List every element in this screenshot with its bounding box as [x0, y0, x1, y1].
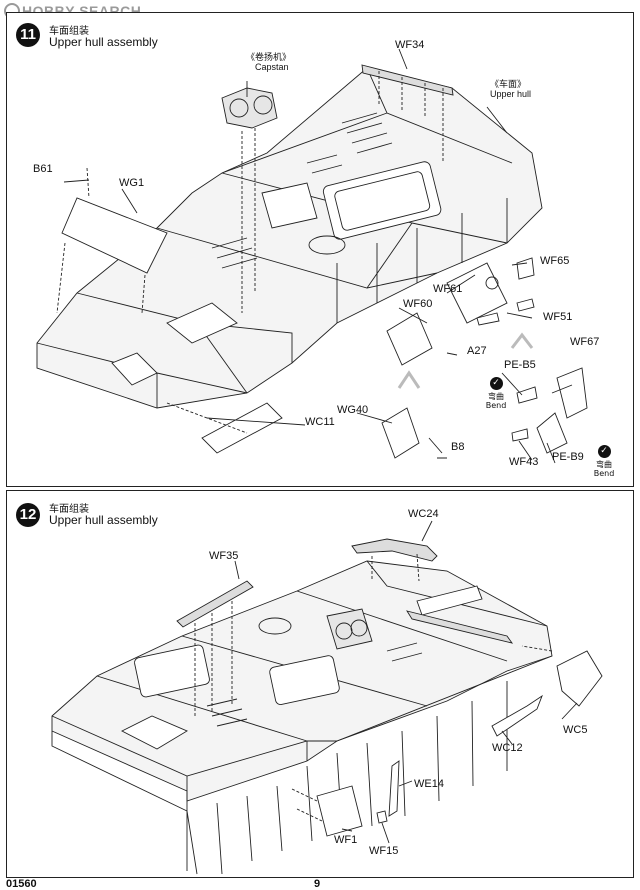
- bend-note-left: ✓ 弯曲 Bend: [485, 377, 507, 410]
- step-title-en: Upper hull assembly: [49, 513, 158, 527]
- part-wf65: WF65: [540, 255, 570, 267]
- step-11-panel: 11 车面组装 Upper hull assembly: [6, 12, 634, 487]
- part-wf43: WF43: [509, 456, 539, 468]
- part-wg40: WG40: [337, 404, 369, 416]
- upper-hull-drawing-step-12: [51, 520, 603, 875]
- part-pe-b9: PE-B9: [552, 451, 584, 463]
- page-number: 9: [314, 878, 321, 890]
- part-b61: B61: [33, 163, 53, 175]
- part-wf51: WF51: [543, 311, 573, 323]
- capstan-label-zh: 《卷扬机》: [246, 52, 292, 62]
- footer-code: 01560: [6, 878, 37, 890]
- step-title-en: Upper hull assembly: [49, 35, 158, 49]
- bend-note-right: ✓ 弯曲 Bend: [593, 445, 615, 478]
- part-we14: WE14: [414, 778, 444, 790]
- step-12-panel: 12 车面组装 Upper hull assembly: [6, 490, 634, 878]
- part-wf15: WF15: [369, 845, 399, 857]
- part-wf60: WF60: [403, 298, 433, 310]
- part-wg1: WG1: [119, 177, 145, 189]
- check-icon: ✓: [489, 377, 503, 390]
- step-number: 11: [16, 23, 40, 47]
- part-a27: A27: [467, 345, 487, 357]
- step-title-zh: 车面组装: [49, 504, 89, 515]
- part-b8: B8: [451, 441, 465, 453]
- part-wc12: WC12: [492, 742, 523, 754]
- part-wf35: WF35: [209, 550, 239, 562]
- part-wc11: WC11: [305, 416, 335, 428]
- capstan-label-en: Capstan: [255, 62, 289, 72]
- upper-hull-label-en: Upper hull: [490, 89, 532, 99]
- check-icon: ✓: [597, 445, 611, 458]
- part-wf61: WF61: [433, 283, 463, 295]
- upper-hull-drawing-step-11: [36, 48, 588, 464]
- step-number: 12: [16, 503, 40, 527]
- part-pe-b5: PE-B5: [504, 359, 536, 371]
- part-wf1: WF1: [334, 834, 358, 846]
- step-title-zh: 车面组装: [49, 26, 89, 37]
- part-wf67: WF67: [570, 336, 600, 348]
- part-wf34: WF34: [395, 39, 425, 51]
- upper-hull-label-zh: 《车面》: [490, 79, 527, 89]
- part-wc24: WC24: [408, 508, 439, 520]
- part-wc5: WC5: [563, 724, 588, 736]
